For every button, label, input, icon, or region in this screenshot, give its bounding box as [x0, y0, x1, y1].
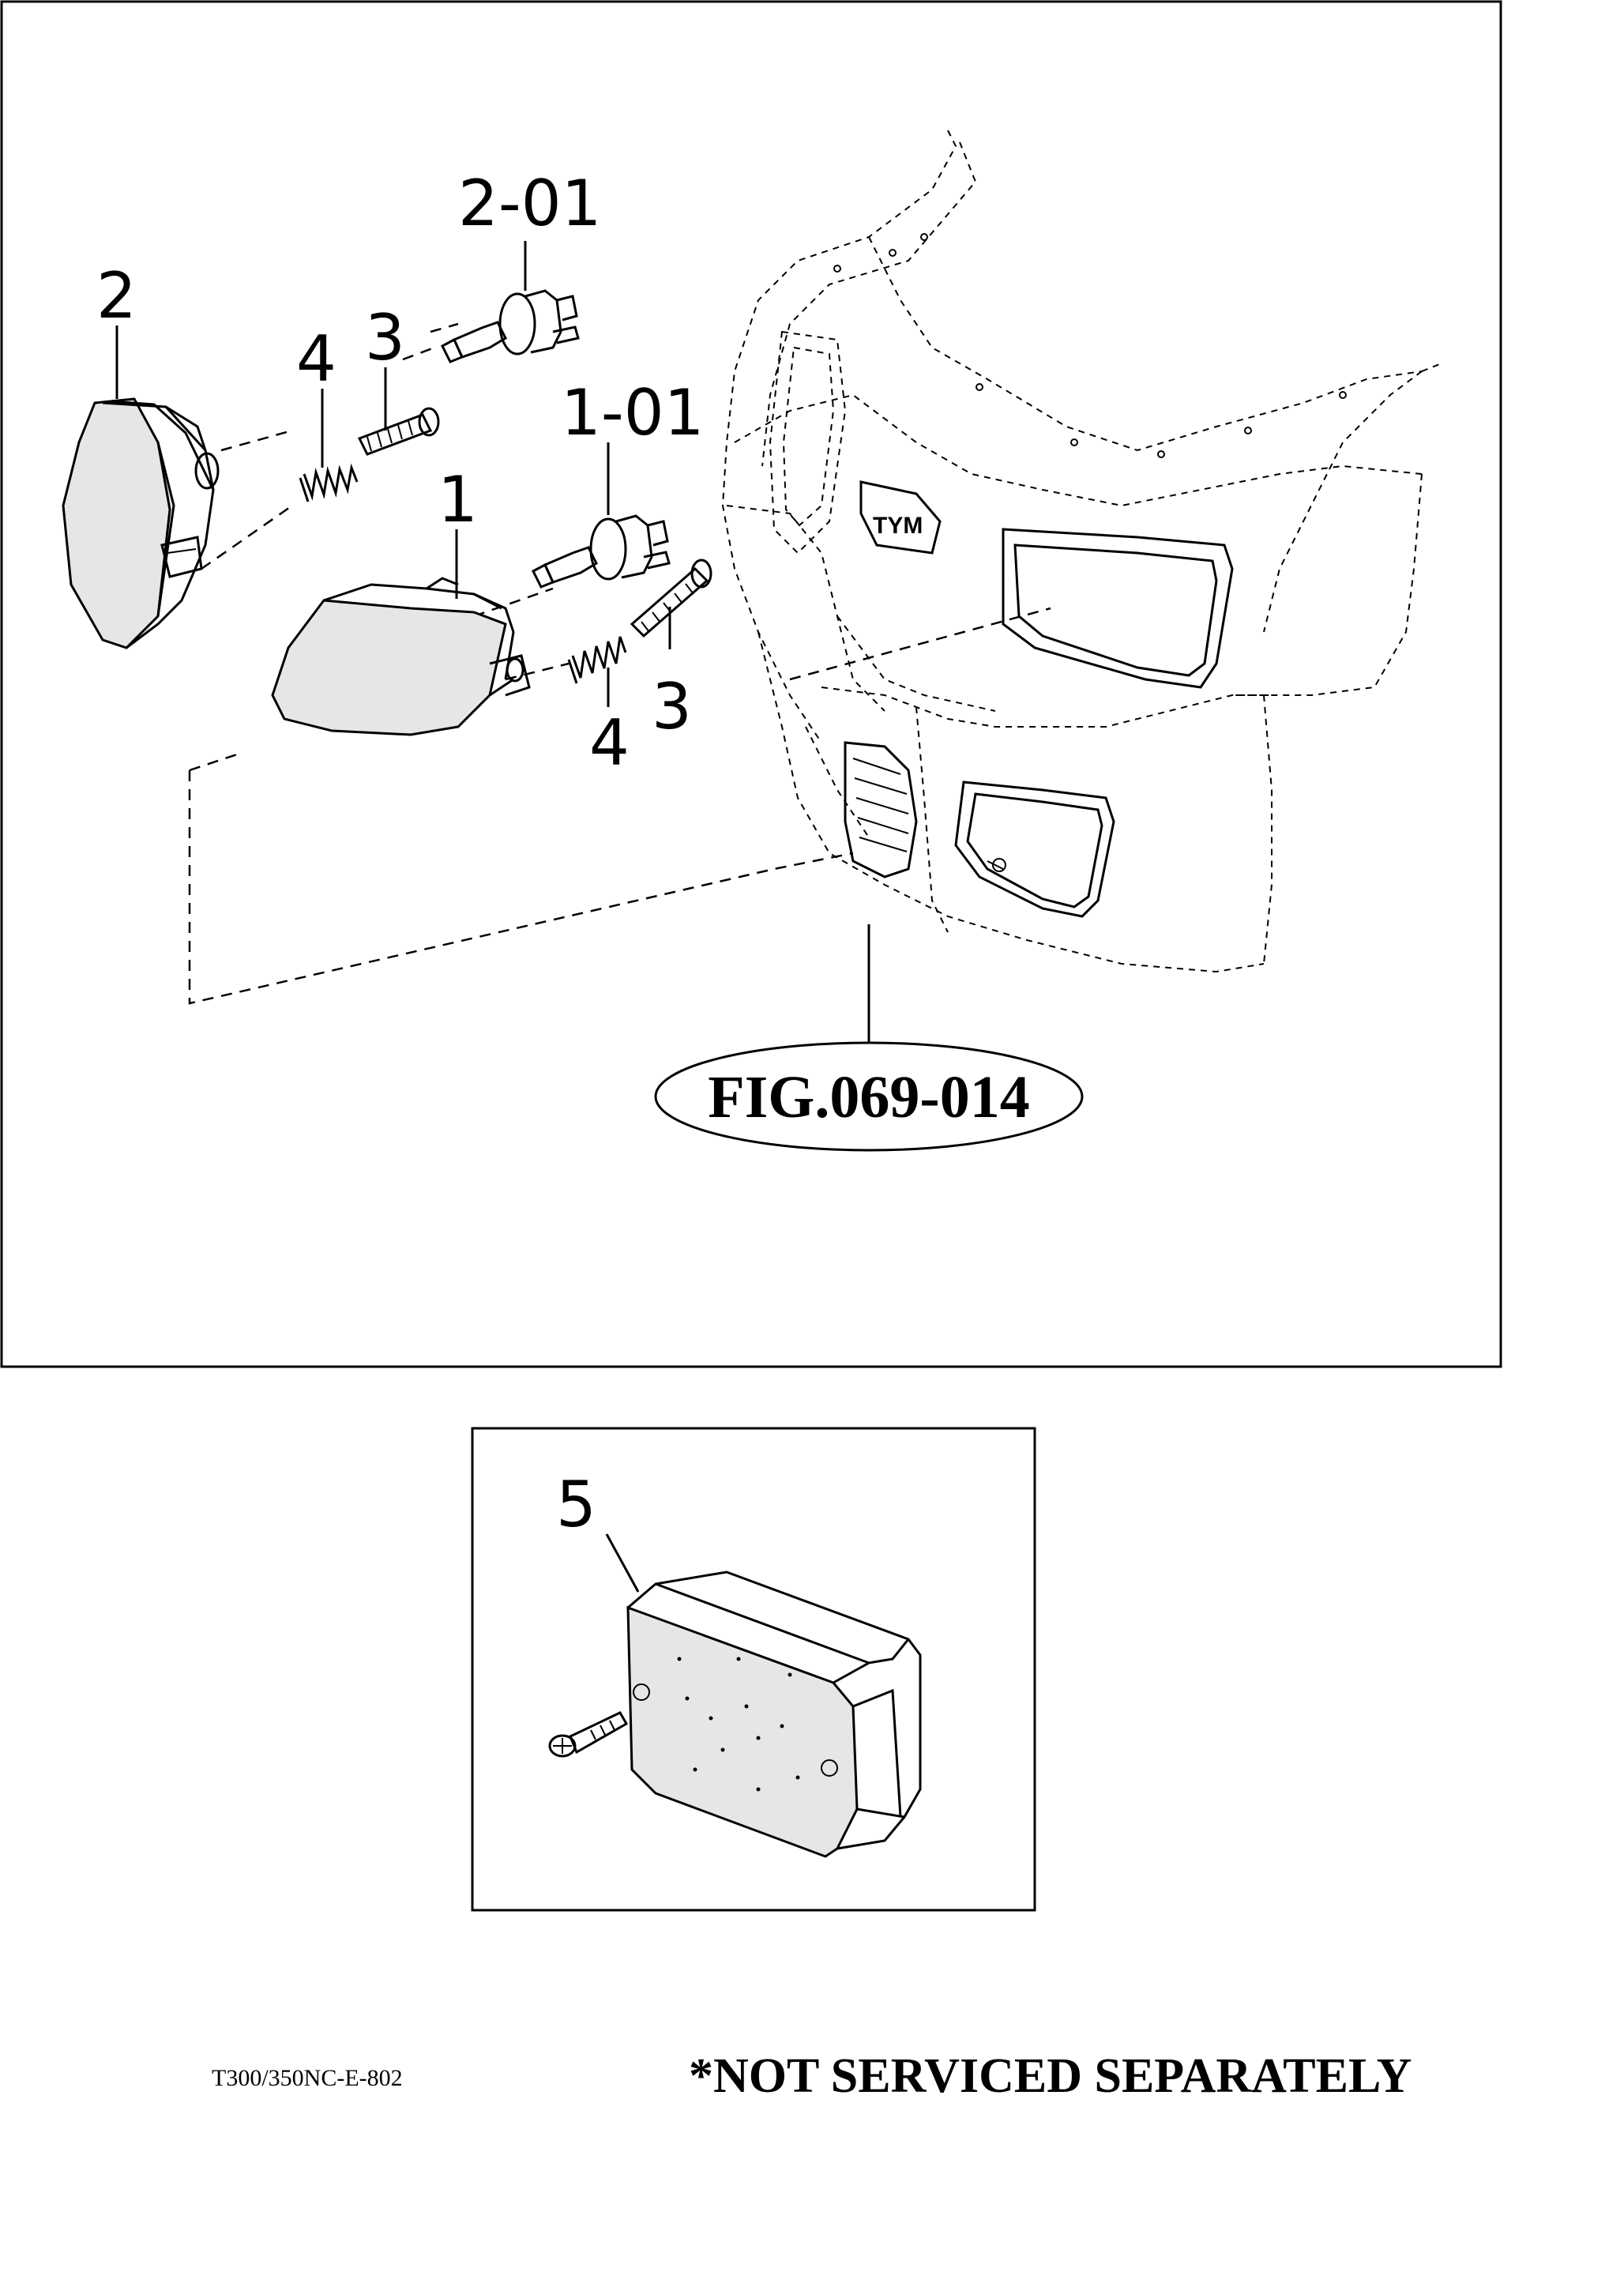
document-code: T300/350NC-E-802: [212, 2065, 403, 2091]
callout-2-01: 2-01: [458, 167, 602, 240]
not-serviced-note: *NOT SERVICED SEPARATELY: [689, 2049, 1412, 2103]
adjuster-screw-3-lower: [630, 559, 712, 638]
callout-4-lower: 4: [589, 706, 630, 780]
leader-lines: [115, 241, 671, 707]
figure-reference: FIG.069-014: [654, 1041, 1084, 1152]
screw-5: [548, 1711, 629, 1758]
callout-1-01: 1-01: [561, 376, 705, 450]
bulb-1-01: [532, 514, 671, 589]
adjuster-screw-3-upper: [357, 407, 440, 456]
callout-5: 5: [556, 1468, 596, 1541]
callout-2: 2: [96, 259, 137, 333]
inset-work-lamp-5: 5: [471, 1427, 1036, 1912]
bulb-2-01: [441, 289, 580, 363]
alignment-lines: [188, 322, 1051, 1005]
callout-3-upper: 3: [365, 301, 405, 374]
callout-4-upper: 4: [296, 322, 336, 396]
front-hood-assembly: TYM: [721, 130, 1442, 1043]
headlamp-2: [62, 397, 220, 649]
svg-text:TYM: TYM: [873, 513, 923, 539]
figure-reference-label: FIG.069-014: [708, 1064, 1029, 1130]
spring-4-upper: [299, 463, 359, 502]
callouts: 2-01 2 4 3 1-01 1 3 4: [96, 167, 705, 780]
main-figure-frame: [0, 0, 1502, 1368]
spring-4-lower: [567, 636, 627, 684]
headlamp-1: [271, 577, 531, 736]
callout-3-lower: 3: [652, 670, 692, 743]
callout-1: 1: [438, 463, 478, 536]
inset-frame: [471, 1427, 1036, 1912]
